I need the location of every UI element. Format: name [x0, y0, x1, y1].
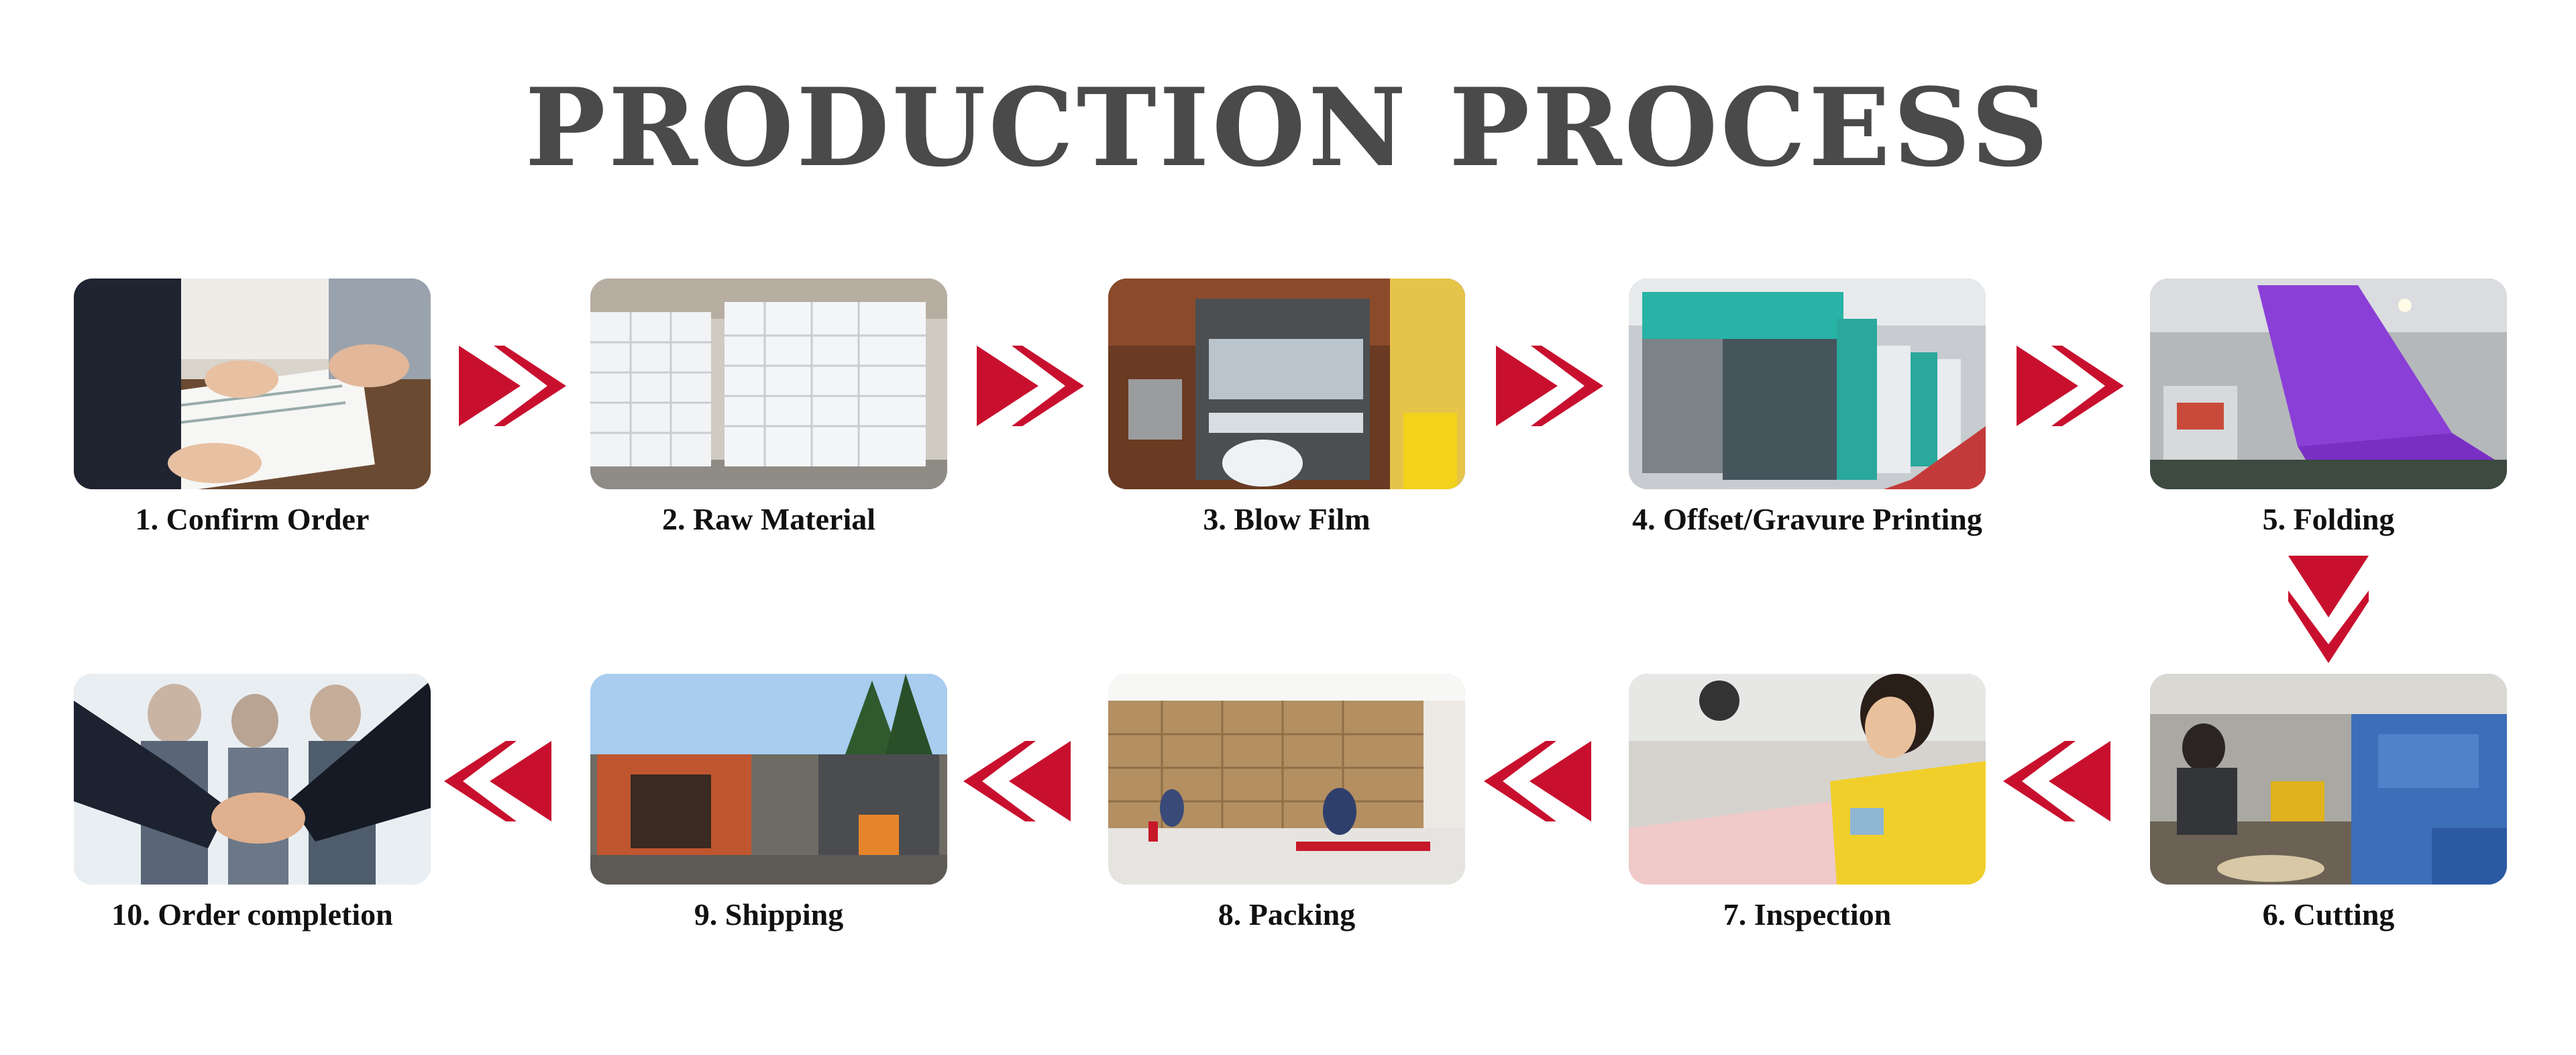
step-label: 2. Raw Material: [661, 502, 876, 536]
arrow-left-icon: [2003, 741, 2110, 821]
step-blow-film: 3. Blow Film: [1108, 279, 1465, 537]
arrow-right-icon: [459, 346, 566, 426]
arrow-down-icon: [2288, 556, 2369, 663]
cutting-photo: [2150, 674, 2507, 885]
step-confirm-order: 1. Confirm Order: [74, 279, 431, 537]
confirm-order-photo: [74, 279, 431, 489]
printing-photo: [1629, 279, 1986, 489]
arrow-right-icon: [2017, 346, 2124, 426]
step-label: 3. Blow Film: [1203, 502, 1371, 536]
step-label: 10. Order completion: [111, 897, 393, 932]
step-label: 7. Inspection: [1723, 897, 1892, 932]
raw-material-photo: [590, 279, 947, 489]
step-shipping: 9. Shipping: [590, 674, 947, 932]
step-printing: 4. Offset/Gravure Printing: [1629, 279, 1986, 537]
arrow-right-icon: [977, 346, 1084, 426]
step-folding: 5. Folding: [2150, 279, 2507, 537]
step-raw-material: 2. Raw Material: [590, 279, 947, 537]
blow-film-photo: [1108, 279, 1465, 489]
arrow-left-icon: [444, 741, 551, 821]
folding-photo: [2150, 279, 2507, 489]
step-cutting: 6. Cutting: [2150, 674, 2507, 932]
step-label: 4. Offset/Gravure Printing: [1632, 502, 1982, 536]
step-label: 8. Packing: [1218, 897, 1356, 932]
order-completion-photo: [74, 674, 431, 885]
step-label: 5. Folding: [2262, 502, 2395, 536]
step-label: 9. Shipping: [694, 897, 844, 932]
arrow-left-icon: [963, 741, 1071, 821]
arrow-left-icon: [1484, 741, 1591, 821]
inspection-photo: [1629, 674, 1986, 885]
packing-photo: [1108, 674, 1465, 885]
step-packing: 8. Packing: [1108, 674, 1465, 932]
step-order-completion: 10. Order completion: [74, 674, 431, 932]
step-label: 1. Confirm Order: [135, 502, 370, 536]
shipping-photo: [590, 674, 947, 885]
arrow-right-icon: [1496, 346, 1603, 426]
page-title: PRODUCTION PROCESS: [525, 64, 2051, 191]
step-inspection: 7. Inspection: [1629, 674, 1986, 932]
step-label: 6. Cutting: [2262, 897, 2395, 932]
